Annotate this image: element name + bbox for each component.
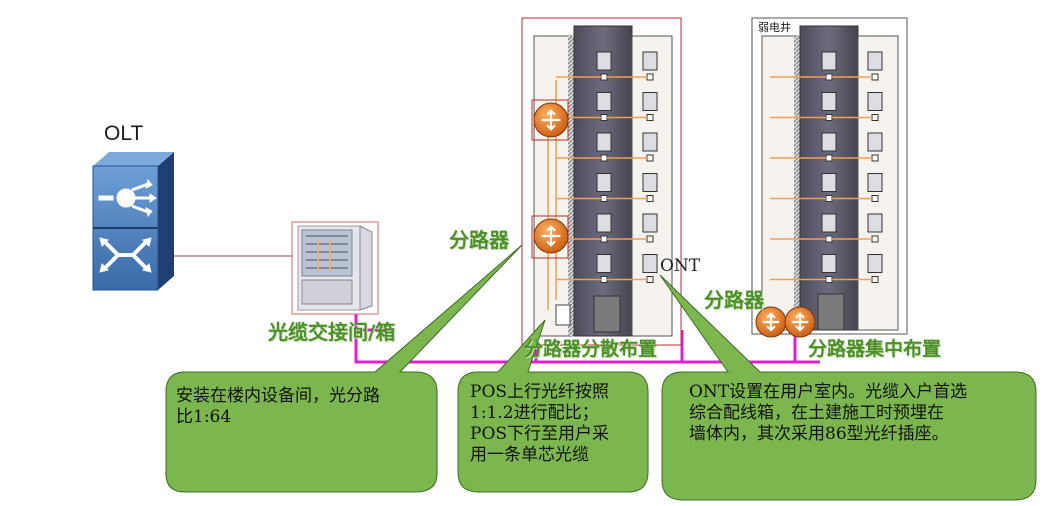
splitter-label-right: 分路器 bbox=[704, 288, 764, 312]
ont-icon bbox=[867, 51, 883, 81]
centralized-layout-label: 分路器集中布置 bbox=[808, 338, 942, 360]
splitter-icon bbox=[755, 306, 787, 338]
ont-icon bbox=[642, 51, 658, 81]
splitter-icon bbox=[784, 306, 816, 338]
ont-icon bbox=[596, 173, 612, 202]
distributed-layout-label: 分路器分散布置 bbox=[524, 338, 658, 360]
ont-icon bbox=[867, 213, 883, 243]
callout-right-text: ONT设置在用户室内。光缆入户首选综合配线箱，在土建施工时预埋在 墙体内，其次采… bbox=[689, 382, 968, 444]
ont-icon bbox=[821, 51, 837, 81]
ont-icon bbox=[596, 51, 612, 81]
splitter-icon bbox=[533, 102, 569, 138]
olt-label: OLT bbox=[104, 122, 144, 145]
cabinet-icon bbox=[291, 221, 379, 315]
olt-icon bbox=[92, 152, 174, 291]
callout-left-text: 安装在楼内设备间，光分路比1:64 bbox=[176, 386, 380, 427]
callout-left bbox=[165, 244, 523, 493]
callout-right bbox=[659, 274, 1037, 501]
splitter-label-left: 分路器 bbox=[449, 228, 509, 252]
cabinet-label: 光缆交接间/箱 bbox=[268, 320, 396, 344]
ont-icon bbox=[642, 213, 658, 243]
ont-icon bbox=[642, 173, 658, 202]
splitter-icon bbox=[533, 218, 569, 254]
ont-icon bbox=[642, 254, 658, 283]
ont-icon bbox=[867, 254, 883, 283]
ont-icon bbox=[867, 92, 883, 121]
ont-icon bbox=[642, 132, 658, 162]
ont-label: ONT bbox=[660, 256, 701, 276]
weak-current-shaft-label: 弱电井 bbox=[758, 21, 791, 34]
ont-icon bbox=[821, 132, 837, 162]
callout-middle bbox=[457, 319, 649, 493]
